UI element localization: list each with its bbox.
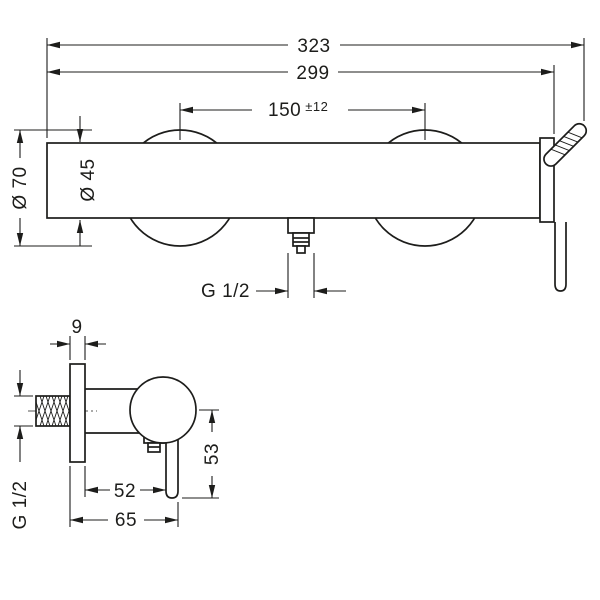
dim-overall-label: 323 [297,36,330,57]
dim-centers-tolerance: ±12 [305,99,328,114]
mixer-body [46,142,541,219]
dim-plate-depth: 9 [50,317,106,360]
dim-depth-65: 65 [69,466,179,531]
dim-overall-width: 323 [46,36,585,138]
dim-connection-centers: 150 ±12 [179,99,426,140]
front-view: 323 299 150±12 Ø 70 Ø [10,36,588,302]
dim-centers-label: 150 ±12 [268,99,328,121]
side-view: 9 G 1/2 52 65 [10,317,223,531]
dim-inlet-thread: G 1/2 [10,370,33,529]
dim-65-label: 65 [115,510,137,531]
body-head-circle [129,376,197,444]
dim-bar-label: Ø 45 [78,158,99,201]
dim-plate-label: 9 [71,317,82,338]
dim-body-label: 299 [296,63,329,84]
dim-outlet-label: G 1/2 [201,281,250,302]
dim-depth-52: 52 [84,466,166,502]
dim-52-label: 52 [114,481,136,502]
wall-plate [69,363,86,463]
dim-escutcheon-label: Ø 70 [10,166,31,209]
dim-lever-drop: 53 [182,409,223,499]
outlet-fitting-front [287,217,315,254]
lever-rod-side [165,437,179,499]
lever-rod-front [554,222,567,292]
body-side [85,388,140,434]
dim-outlet-thread: G 1/2 [201,253,346,302]
lever-grip [543,122,588,167]
dim-body-width: 299 [47,63,555,134]
dim-53-label: 53 [202,443,223,465]
dim-bar-diameter: Ø 45 [76,116,99,246]
dim-centers-value: 150 [268,100,301,121]
inlet-thread [35,395,71,427]
dim-inlet-label: G 1/2 [10,481,31,530]
